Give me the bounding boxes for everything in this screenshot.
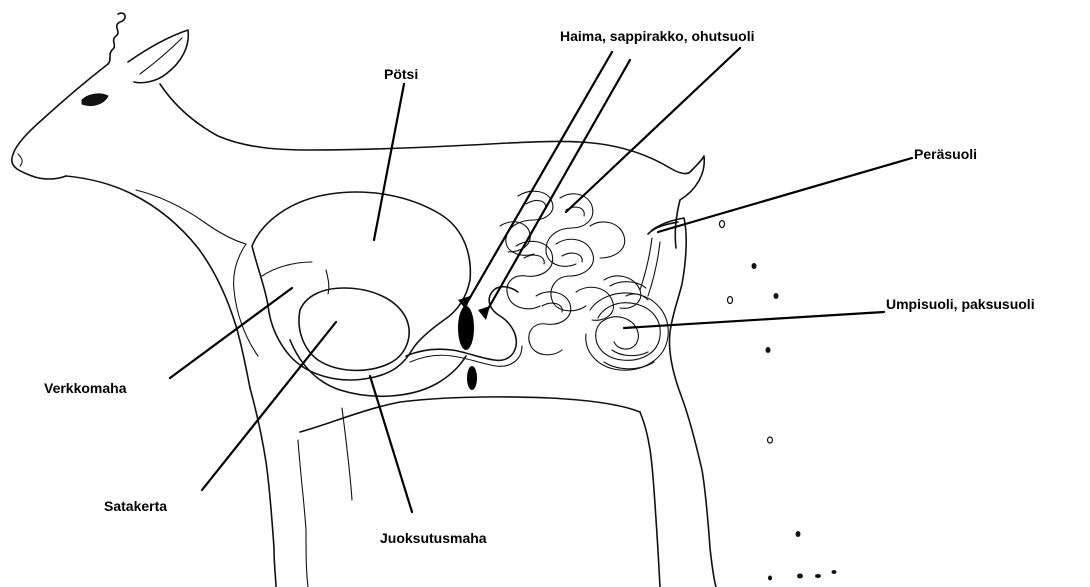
droppings: [720, 221, 837, 581]
leader-perasuoli: [658, 158, 912, 232]
label-potsi: Pötsi: [384, 66, 418, 82]
label-juoksutusmaha: Juoksutusmaha: [380, 530, 487, 546]
label-verkkomaha: Verkkomaha: [44, 380, 127, 396]
label-umpisuoli: Umpisuoli, paksusuoli: [886, 296, 1035, 312]
pancreas-shape: [458, 306, 474, 350]
omasum-shape: [299, 288, 409, 370]
label-perasuoli: Peräsuoli: [914, 146, 977, 162]
arrowhead-haima-2: [478, 306, 490, 320]
label-haima: Haima, sappirakko, ohutsuoli: [560, 28, 755, 44]
leader-satakerta: [202, 322, 336, 490]
leader-verkkomaha: [170, 288, 292, 378]
leader-potsi: [374, 84, 404, 240]
intestine-coils: [500, 191, 668, 370]
leader-haima-3: [566, 48, 740, 212]
label-satakerta: Satakerta: [104, 498, 167, 514]
leader-umpisuoli: [624, 312, 884, 328]
leader-haima-1: [464, 52, 612, 308]
rumen-shape: [252, 192, 470, 380]
gallbladder-shape: [467, 366, 477, 390]
